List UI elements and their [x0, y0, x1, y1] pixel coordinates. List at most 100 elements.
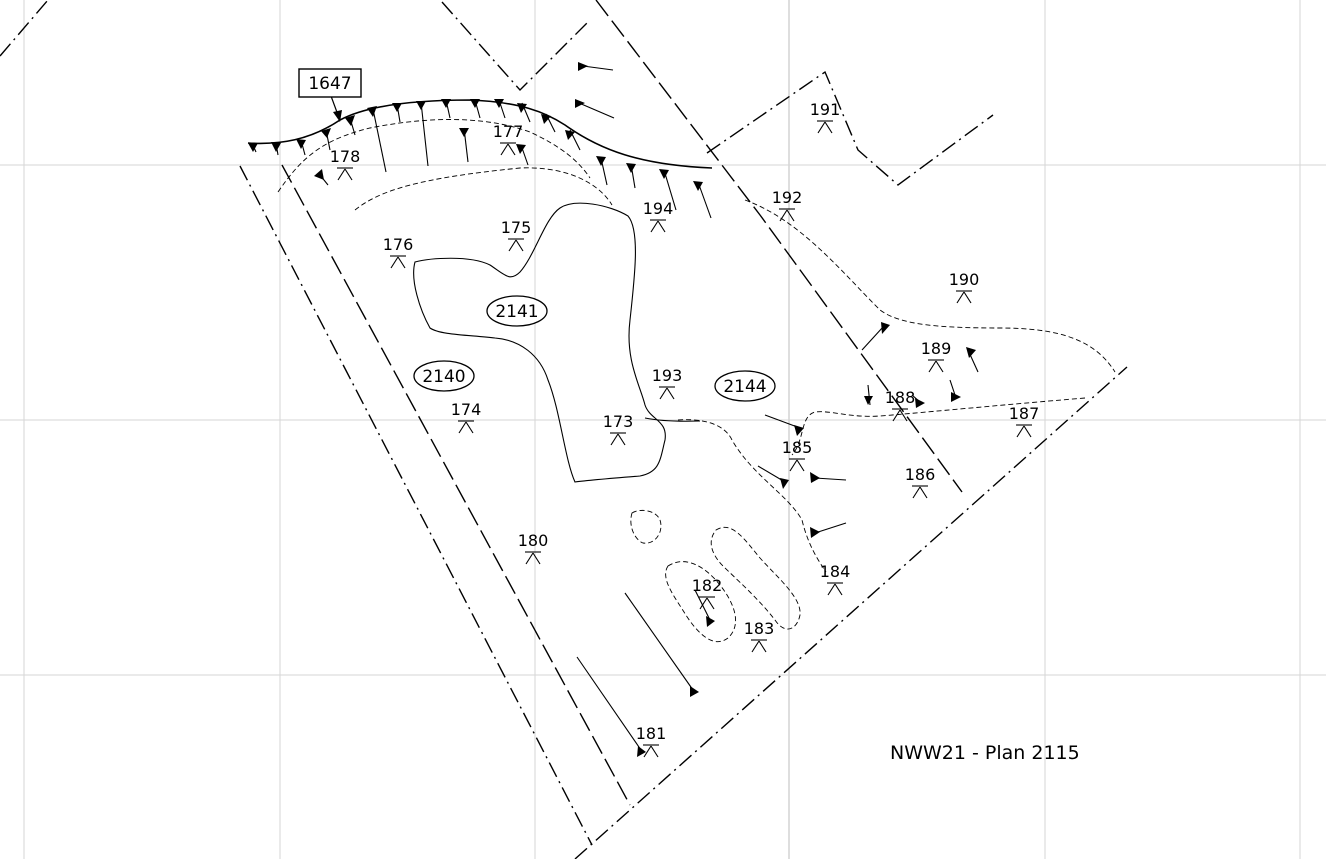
hachure	[596, 156, 608, 186]
hachure	[624, 592, 699, 697]
dashed-east-extension	[744, 199, 1116, 373]
hachure	[864, 384, 873, 406]
level-label: 178	[330, 147, 361, 166]
level-marker-184: 184	[820, 562, 851, 596]
cut-label-1647: 1647	[298, 68, 362, 98]
slope-hachures	[248, 62, 979, 757]
hachure	[693, 181, 712, 219]
context-2144-label: 2144	[723, 377, 766, 397]
level-marker-194: 194	[643, 199, 674, 233]
hachure	[764, 414, 804, 436]
level-label: 181	[636, 724, 667, 743]
feature-edges	[281, 0, 963, 806]
hachure	[757, 465, 789, 489]
level-marker-186: 186	[905, 465, 936, 499]
hachure	[296, 139, 306, 156]
boundary-line-top-left	[0, 0, 49, 57]
hachure	[966, 347, 979, 373]
hachure	[345, 115, 356, 136]
level-marker-178: 178	[330, 147, 361, 181]
level-label: 188	[885, 388, 916, 407]
level-label: 185	[782, 438, 813, 457]
level-marker-176: 176	[383, 235, 414, 269]
hachure	[565, 129, 581, 151]
context-2140-label: 2140	[422, 367, 465, 387]
level-label: 186	[905, 465, 936, 484]
trench-boundary	[0, 0, 1128, 859]
context-2140: 2140	[413, 360, 475, 392]
dashed-2144-south	[677, 419, 827, 573]
hachure	[578, 62, 614, 71]
level-marker-183: 183	[744, 619, 775, 653]
level-markers: 173 174 175 176 177 178 180 181	[330, 100, 1040, 758]
level-label: 191	[810, 100, 841, 119]
level-marker-191: 191	[810, 100, 841, 134]
hachure	[367, 106, 387, 173]
boundary-line-north-east	[706, 70, 994, 186]
context-2141: 2141	[486, 295, 548, 327]
cut-1647-edge	[247, 99, 713, 169]
level-label: 183	[744, 619, 775, 638]
hachure	[392, 103, 402, 123]
dashed-mid-east	[791, 397, 1086, 456]
hachure	[659, 169, 677, 211]
level-label: 173	[603, 412, 634, 431]
hachure	[911, 394, 925, 408]
level-marker-174: 174	[451, 400, 481, 434]
hachure	[517, 102, 531, 123]
boundary-line-outer-west	[239, 165, 593, 846]
hachure	[459, 127, 469, 163]
context-2144: 2144	[714, 370, 776, 402]
level-marker-180: 180	[518, 531, 549, 565]
level-label: 175	[501, 218, 532, 237]
hachure	[271, 142, 281, 156]
level-label: 182	[692, 576, 723, 595]
hachure	[575, 99, 615, 119]
level-label: 176	[383, 235, 414, 254]
level-marker-185: 185	[782, 438, 813, 472]
level-label: 177	[493, 122, 524, 141]
edge-diagonal	[595, 0, 963, 493]
level-label: 180	[518, 531, 549, 550]
hachure	[810, 472, 847, 483]
solid-line-2144-east	[644, 417, 701, 422]
level-marker-193: 193	[652, 366, 683, 400]
solid-outlines	[247, 99, 713, 483]
level-marker-175: 175	[501, 218, 532, 252]
level-marker-182: 182	[692, 576, 723, 610]
cut-label-text: 1647	[308, 74, 351, 94]
level-label: 189	[921, 339, 952, 358]
hachure	[626, 163, 636, 189]
hachure	[949, 379, 961, 402]
level-label: 190	[949, 270, 980, 289]
dashed-outlines	[277, 119, 1116, 643]
dashed-curve-inner	[354, 167, 613, 211]
level-label: 192	[772, 188, 803, 207]
level-marker-187: 187	[1009, 404, 1040, 438]
hachure	[248, 142, 258, 153]
level-marker-181: 181	[636, 724, 667, 758]
hachure	[416, 101, 429, 167]
hachure	[810, 522, 847, 538]
hachure	[541, 113, 556, 133]
level-label: 194	[643, 199, 674, 218]
context-2141-outline	[413, 202, 666, 483]
hachure	[694, 589, 715, 627]
level-label: 184	[820, 562, 851, 581]
hachure	[861, 322, 890, 351]
dashed-loop-183	[710, 526, 801, 630]
hachure	[321, 128, 331, 151]
edge-west-inner	[281, 164, 631, 806]
hachure	[494, 99, 506, 119]
dashed-loop-small	[630, 509, 662, 544]
hachure	[470, 99, 481, 119]
boundary-line-north	[441, 1, 591, 92]
level-marker-188: 188	[885, 388, 916, 422]
level-label: 187	[1009, 404, 1040, 423]
level-label: 193	[652, 366, 683, 385]
level-marker-177: 177	[493, 122, 524, 156]
level-marker-192: 192	[772, 188, 803, 222]
hachure	[516, 144, 529, 166]
plan-title: NWW21 - Plan 2115	[890, 742, 1080, 764]
